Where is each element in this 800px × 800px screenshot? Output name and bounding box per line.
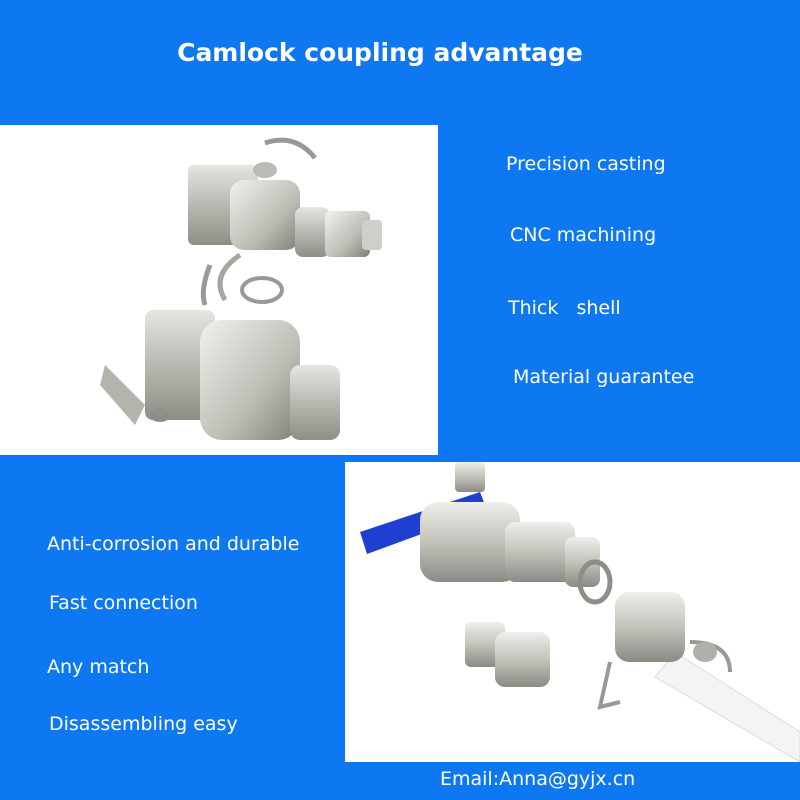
feature-disassembling-easy: Disassembling easy: [49, 713, 238, 735]
feature-thick-shell: Thick shell: [508, 297, 621, 319]
feature-fast-connection: Fast connection: [49, 592, 198, 614]
page-title: Camlock coupling advantage: [177, 38, 583, 67]
feature-any-match: Any match: [47, 656, 150, 678]
product-photo-couplings: [0, 125, 438, 455]
feature-material-guarantee: Material guarantee: [513, 366, 695, 388]
product-photo-valve-assembly: [345, 462, 800, 762]
feature-cnc-machining: CNC machining: [510, 224, 657, 246]
camlock-couplings-illustration: [100, 137, 382, 440]
feature-precision-casting: Precision casting: [506, 153, 666, 175]
contact-email: Email:Anna@gyjx.cn: [440, 768, 636, 790]
feature-anti-corrosion: Anti-corrosion and durable: [47, 533, 300, 555]
ball-valve-and-couplings-illustration: [360, 462, 800, 762]
